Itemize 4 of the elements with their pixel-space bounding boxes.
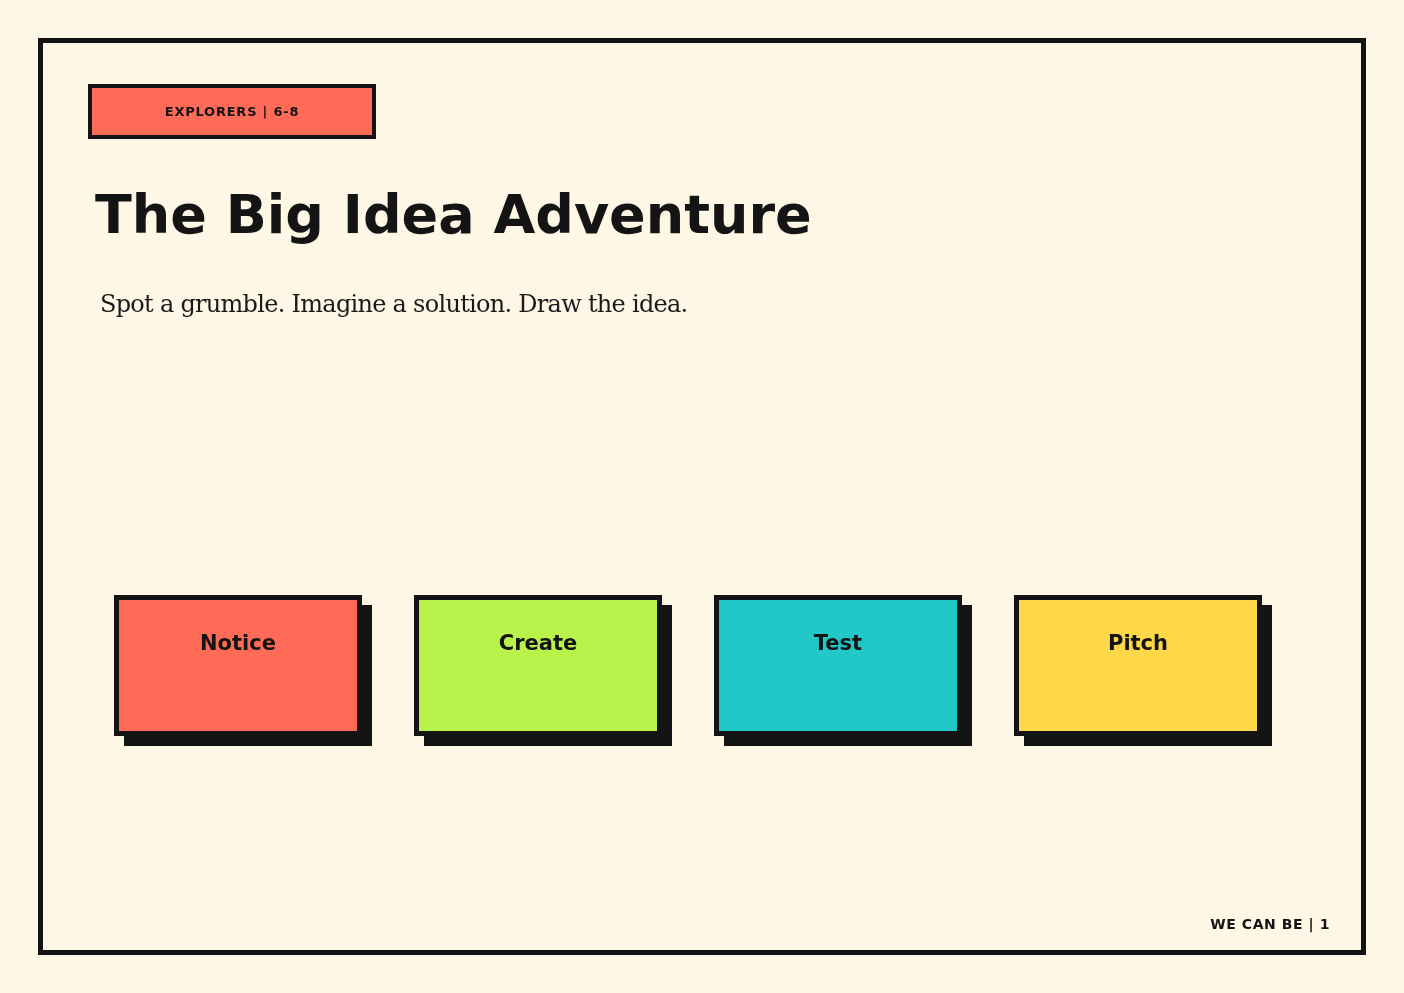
subtitle: Spot a grumble. Imagine a solution. Draw the idea. <box>100 289 688 320</box>
footer-text: WE CAN BE | 1 <box>1210 915 1330 935</box>
grade-badge: EXPLORERS | 6-8 <box>88 84 376 139</box>
title: The Big Idea Adventure <box>95 188 812 242</box>
